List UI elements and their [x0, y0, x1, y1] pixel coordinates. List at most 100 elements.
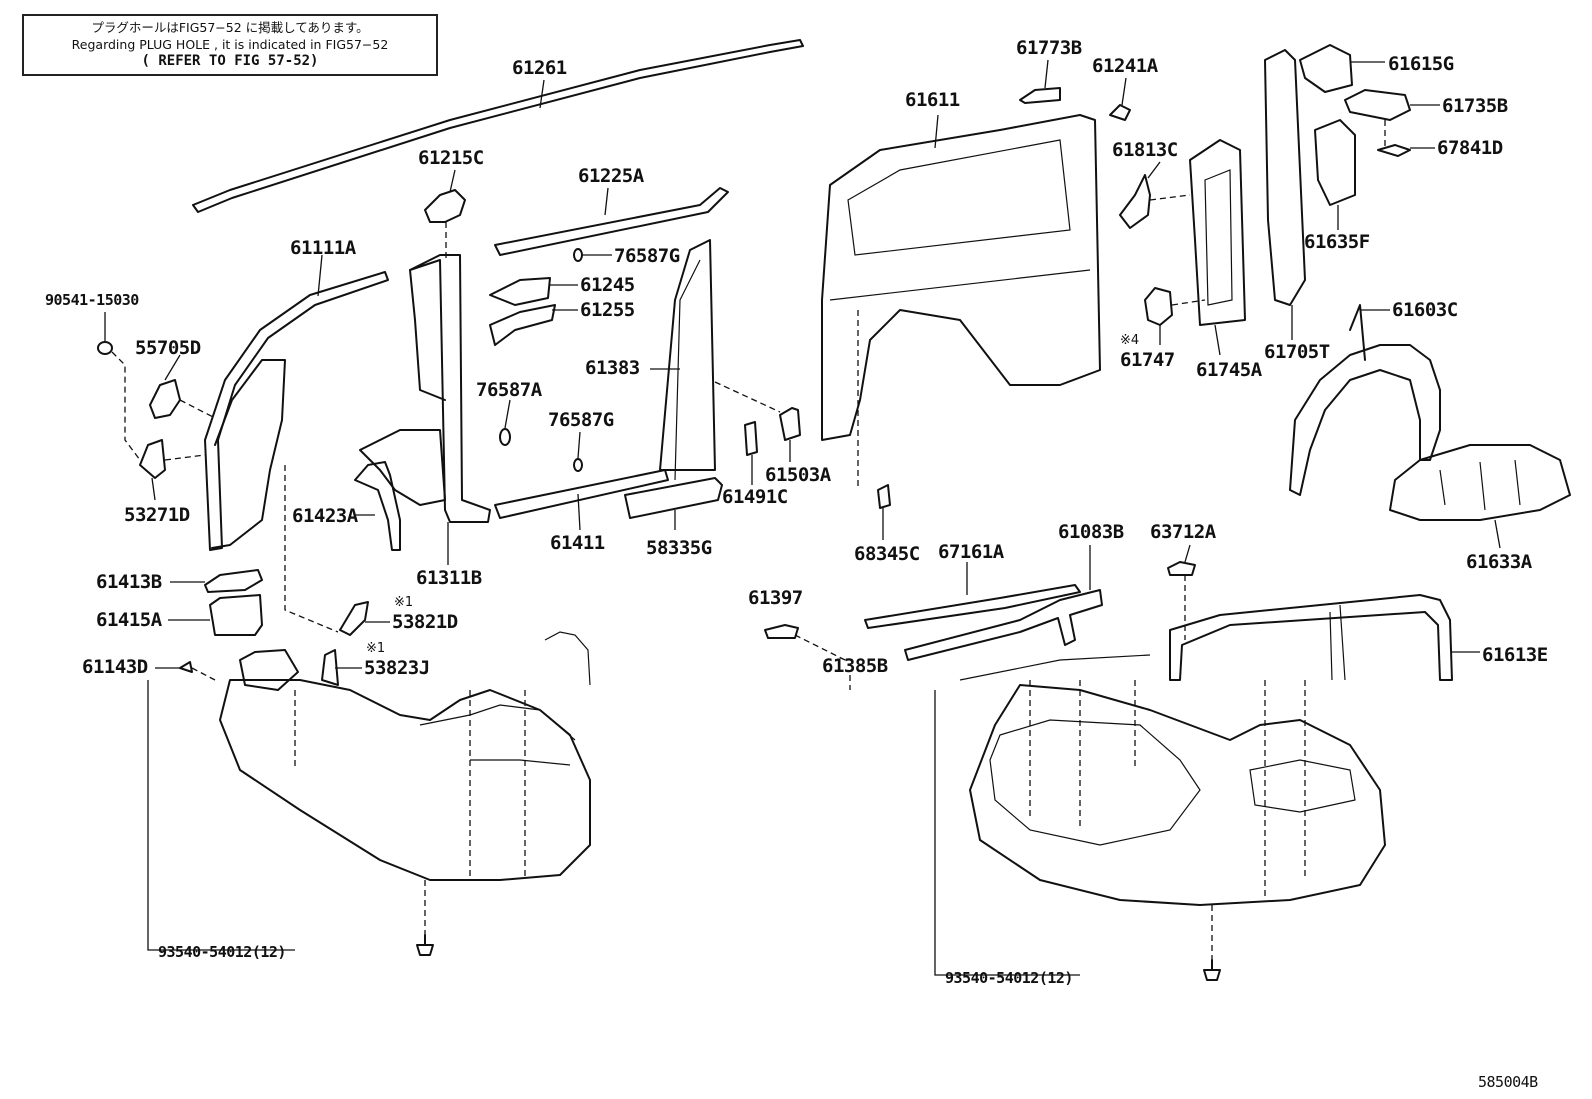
label-67841D: 67841D	[1437, 137, 1503, 159]
fastener-90541-15030	[97, 312, 141, 461]
label-58335G: 58335G	[646, 537, 712, 559]
label-76587G-upper: 76587G	[614, 245, 680, 267]
label-53823J: 53823J	[364, 657, 430, 679]
back-panel-61613E	[1169, 594, 1480, 681]
label-61385B: 61385B	[822, 655, 888, 677]
step-58335G	[624, 477, 723, 530]
label-61747: 61747	[1120, 349, 1175, 371]
bracket-53271D	[139, 439, 206, 501]
pillar-61705T	[1264, 49, 1306, 340]
label-53271D: 53271D	[124, 504, 190, 526]
bracket-61813C	[1119, 161, 1191, 229]
label-61503A: 61503A	[765, 464, 831, 486]
label-61411: 61411	[550, 532, 605, 554]
rocker-61411	[494, 469, 669, 531]
label-76587G-lower: 76587G	[548, 409, 614, 431]
bracket-61413B	[170, 569, 263, 593]
bracket-68345C	[877, 484, 891, 540]
bracket-63712A	[1167, 544, 1196, 640]
label-61423A: 61423A	[292, 505, 358, 527]
bracket-61397	[764, 624, 851, 690]
front-pillar-61111A	[204, 254, 389, 551]
label-61261: 61261	[512, 57, 567, 79]
label-93540-right: 93540-54012(12)	[945, 969, 1073, 987]
label-76587A: 76587A	[476, 379, 542, 401]
bracket-55705D	[149, 354, 216, 419]
label-61397: 61397	[748, 587, 803, 609]
gusset-61245	[489, 277, 578, 306]
note-line-japanese: プラグホールはFIG57−52 に掲載してあります。	[91, 20, 369, 35]
mark-star1-53823J: ※1	[366, 641, 386, 656]
label-61735B: 61735B	[1442, 95, 1508, 117]
label-61311B: 61311B	[416, 567, 482, 589]
rail-67161A	[864, 562, 1081, 629]
label-61491C: 61491C	[722, 486, 788, 508]
label-61383: 61383	[585, 357, 640, 379]
label-61143D: 61143D	[82, 656, 148, 678]
door-frame-61383	[650, 239, 716, 481]
label-61215C: 61215C	[418, 147, 484, 169]
box-61415A	[168, 594, 263, 636]
label-61111A: 61111A	[290, 237, 356, 259]
label-61225A: 61225A	[578, 165, 644, 187]
label-61635F: 61635F	[1304, 231, 1370, 253]
bracket-53823J	[321, 649, 362, 686]
label-61241A: 61241A	[1092, 55, 1158, 77]
label-93540-left: 93540-54012(12)	[158, 943, 286, 961]
gusset-61255	[489, 304, 578, 346]
pillar-61745A	[1189, 139, 1246, 356]
floor-pan-left	[219, 631, 591, 881]
label-90541-15030: 90541-15030	[45, 291, 139, 309]
bracket-61491C	[744, 421, 758, 485]
figure-id: 585004B	[1478, 1073, 1538, 1091]
bolt-93540-right	[934, 690, 1221, 981]
bracket-61615G	[1299, 44, 1385, 93]
wheelhouse-61603C	[1289, 304, 1441, 496]
label-55705D: 55705D	[135, 337, 201, 359]
roof-rail-61261	[192, 39, 804, 213]
label-61613E: 61613E	[1482, 644, 1548, 666]
floor-pan-right	[959, 654, 1386, 906]
label-61813C: 61813C	[1112, 139, 1178, 161]
plug-hole-note: プラグホールはFIG57−52 に掲載してあります。 Regarding PLU…	[22, 14, 438, 76]
plug-76587G-upper	[573, 248, 612, 262]
note-line-english: Regarding PLUG HOLE , it is indicated in…	[71, 37, 389, 52]
wheelhouse-inner-61633A	[1389, 444, 1571, 549]
rail-61083B	[904, 545, 1103, 661]
label-61705T: 61705T	[1264, 341, 1330, 363]
label-61415A: 61415A	[96, 609, 162, 631]
plug-76587A	[499, 399, 511, 446]
quarter-panel-61611	[821, 114, 1101, 490]
label-63712A: 63712A	[1150, 521, 1216, 543]
label-53821D: 53821D	[392, 611, 458, 633]
label-61603C: 61603C	[1392, 299, 1458, 321]
mark-star4-61747: ※4	[1120, 333, 1140, 348]
label-67161A: 67161A	[938, 541, 1004, 563]
bracket-67841D	[1377, 144, 1435, 157]
bolt-93540-left	[147, 680, 434, 956]
label-68345C: 68345C	[854, 543, 920, 565]
bracket-61747	[1144, 287, 1206, 345]
mark-star1-53821D: ※1	[394, 595, 414, 610]
label-61413B: 61413B	[96, 571, 162, 593]
plug-76587G-lower	[573, 431, 583, 472]
label-61083B: 61083B	[1058, 521, 1124, 543]
pillar-61635F	[1314, 119, 1356, 230]
bracket-61773B	[1019, 59, 1061, 104]
bracket-53821D	[284, 465, 390, 636]
header-rail-61225A	[494, 187, 729, 256]
bracket-61215C	[424, 169, 466, 258]
label-61245: 61245	[580, 274, 635, 296]
label-61745A: 61745A	[1196, 359, 1262, 381]
label-61633A: 61633A	[1466, 551, 1532, 573]
bracket-61503A	[714, 381, 801, 462]
wheelhouse-front-61423A	[354, 461, 401, 551]
center-pillar-61311B	[359, 254, 491, 565]
bracket-61735B	[1344, 89, 1440, 148]
bracket-61241A	[1109, 77, 1131, 121]
label-61773B: 61773B	[1016, 37, 1082, 59]
label-61611: 61611	[905, 89, 960, 111]
label-61255: 61255	[580, 299, 635, 321]
